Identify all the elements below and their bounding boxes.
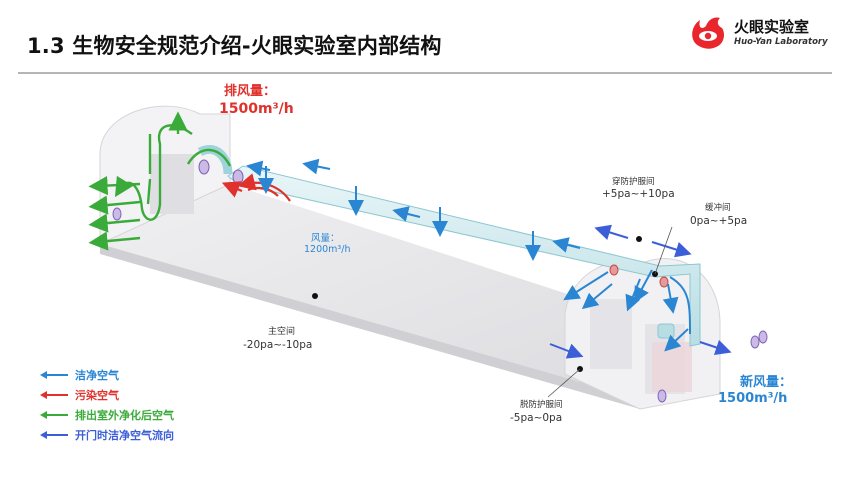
- logo-name-en: Huo-Yan Laboratory: [734, 37, 828, 47]
- fresh-air-value: 1500m³/h: [718, 391, 788, 406]
- door-air-flow: [549, 224, 732, 359]
- buffer-room-pressure: 0pa~+5pa: [690, 215, 748, 227]
- legend: 洁净空气 污染空气 排出室外净化后空气 开门时洁净空气流向: [40, 365, 174, 445]
- fresh-air-title: 新风量：: [740, 375, 793, 390]
- lab-structure-diagram: 排风量： 1500m³/h 风量： 1200m³/h 主空间 -20pa~-10…: [0, 74, 850, 477]
- fresh-air-end-housing: [564, 258, 721, 410]
- legend-item-door-air: 开门时洁净空气流向: [40, 425, 174, 445]
- degown-room-title: 脱防护服间: [520, 400, 563, 410]
- legend-label: 开门时洁净空气流向: [75, 429, 174, 442]
- legend-label: 污染空气: [75, 389, 119, 402]
- arrow-left-icon: [40, 371, 68, 379]
- clean-air-flow: [246, 158, 691, 352]
- legend-item-clean-air: 洁净空气: [40, 365, 174, 385]
- arrow-left-icon: [40, 411, 68, 419]
- exhaust-air-flow: [88, 111, 232, 251]
- page-title: 1.3 生物安全规范介绍-火眼实验室内部结构: [27, 34, 442, 58]
- arrow-left-icon: [40, 431, 68, 439]
- callout-lines: [547, 226, 673, 398]
- gown-room-pressure: +5pa~+10pa: [602, 188, 675, 200]
- title-divider: [18, 72, 832, 74]
- legend-label: 洁净空气: [75, 369, 119, 382]
- main-room-title: 主空间: [268, 327, 296, 337]
- flame-eye-logo-icon: [692, 17, 724, 49]
- arrow-left-icon: [40, 391, 68, 399]
- exhaust-volume-value: 1500m³/h: [219, 101, 294, 117]
- gown-room-title: 穿防护服间: [612, 177, 655, 187]
- exhaust-volume-title: 排风量：: [224, 84, 277, 99]
- degown-room-pressure: -5pa~0pa: [510, 412, 563, 424]
- legend-item-exhaust-air: 排出室外净化后空气: [40, 405, 174, 425]
- exhaust-end-housing: [99, 105, 231, 245]
- main-room-pressure: -20pa~-10pa: [243, 339, 313, 351]
- logo: 火眼实验室 Huo-Yan Laboratory: [688, 14, 838, 50]
- buffer-room-title: 缓冲间: [705, 203, 731, 213]
- callout-points: [312, 236, 658, 372]
- air-volume-title: 风量：: [311, 233, 340, 244]
- legend-label: 排出室外净化后空气: [75, 409, 174, 422]
- legend-item-polluted-air: 污染空气: [40, 385, 174, 405]
- lab-structure-drawing: [88, 105, 768, 410]
- logo-name-cn: 火眼实验室: [734, 18, 810, 36]
- air-volume-value: 1200m³/h: [304, 244, 351, 255]
